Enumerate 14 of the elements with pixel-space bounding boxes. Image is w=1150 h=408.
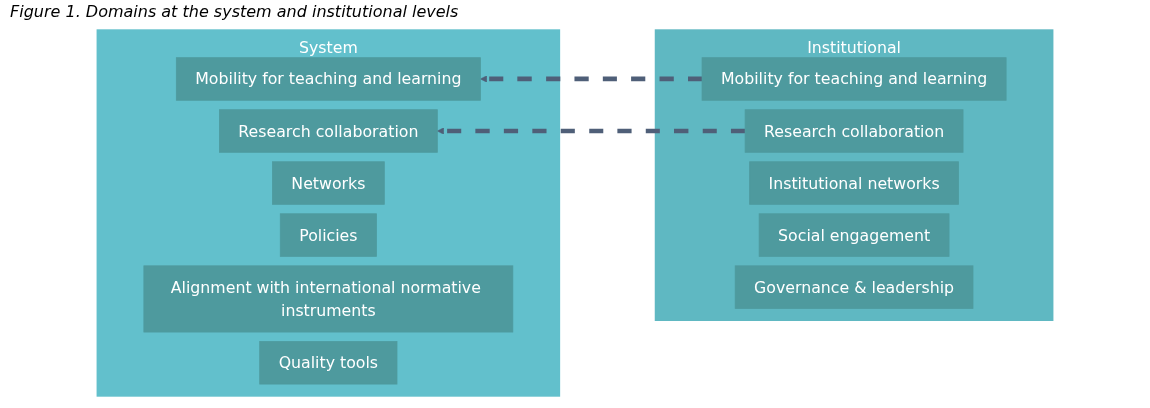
arrow bbox=[480, 75, 703, 83]
arrow bbox=[437, 127, 746, 135]
node-box: Institutional networks bbox=[749, 161, 959, 205]
node-box: Quality tools bbox=[259, 341, 398, 385]
node-box: Mobility for teaching and learning bbox=[175, 57, 481, 101]
node-box: Social engagement bbox=[758, 213, 950, 257]
node-box: Mobility for teaching and learning bbox=[701, 57, 1007, 101]
node-box: Networks bbox=[272, 161, 385, 205]
node-box: Research collaboration bbox=[219, 109, 438, 153]
node-box: Policies bbox=[279, 213, 377, 257]
node-box: Alignment with international normative instruments bbox=[143, 265, 514, 333]
node-box: Governance & leadership bbox=[734, 265, 974, 309]
figure-title: Figure 1. Domains at the system and institutional levels bbox=[10, 2, 459, 21]
node-box: Research collaboration bbox=[744, 109, 964, 153]
